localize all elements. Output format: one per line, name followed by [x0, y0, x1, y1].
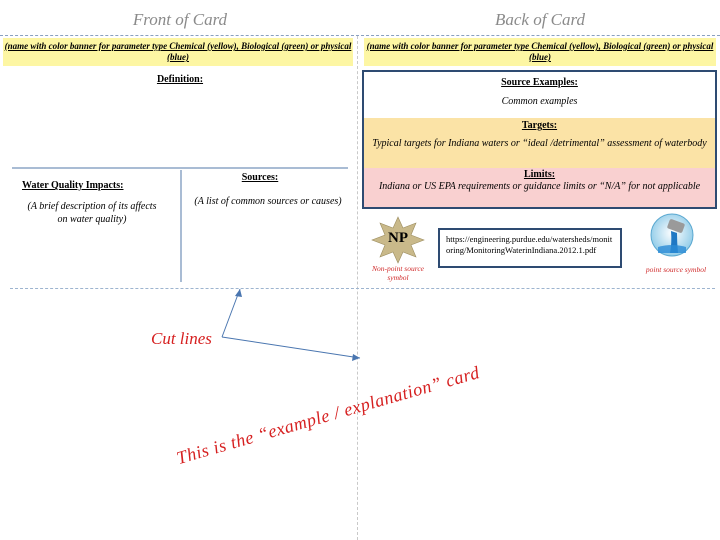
- cut-lines-label: Cut lines: [151, 329, 212, 348]
- top-cut-line: [0, 35, 720, 36]
- targets-label: Targets:: [521, 120, 558, 131]
- sources-label: Sources:: [241, 172, 279, 183]
- wq-impacts-label: Water Quality Impacts:: [22, 180, 124, 191]
- limits-label: Limits:: [523, 169, 556, 180]
- np-caption: Non-point source symbol: [371, 264, 424, 282]
- limits-band: Limits: Indiana or US EPA requirements o…: [364, 168, 715, 207]
- source-examples-label: Source Examples:: [501, 77, 578, 88]
- url-box: https://engineering.purdue.edu/watershed…: [438, 228, 622, 268]
- targets-desc: Typical targets for Indiana waters or “i…: [372, 138, 707, 149]
- sources-desc: (A list of common sources or causes): [194, 196, 342, 207]
- np-badge-text: NP: [388, 230, 408, 246]
- middle-cut-line: [10, 288, 715, 289]
- back-banner: (name with color banner for parameter ty…: [364, 38, 716, 66]
- front-card-heading: Front of Card: [132, 10, 228, 29]
- front-divider: [12, 167, 348, 169]
- star-badge-icon: NP: [370, 216, 426, 264]
- wq-impacts-desc: (A brief description of its affects on w…: [27, 201, 157, 225]
- reference-link[interactable]: https://engineering.purdue.edu/watershed…: [446, 234, 613, 255]
- definition-label: Definition:: [156, 74, 204, 85]
- pipe-outfall-icon: [650, 213, 694, 257]
- limits-desc: Indiana or US EPA requirements or guidan…: [378, 181, 701, 192]
- back-card-heading: Back of Card: [494, 10, 586, 29]
- targets-band: Targets: Typical targets for Indiana wat…: [364, 118, 715, 168]
- source-examples-desc: Common examples: [501, 96, 578, 107]
- back-info-box: Source Examples: Common examples Targets…: [362, 70, 717, 209]
- front-column-divider: [180, 170, 182, 282]
- point-source-caption: point source symbol: [645, 265, 707, 274]
- front-banner: (name with color banner for parameter ty…: [3, 38, 353, 66]
